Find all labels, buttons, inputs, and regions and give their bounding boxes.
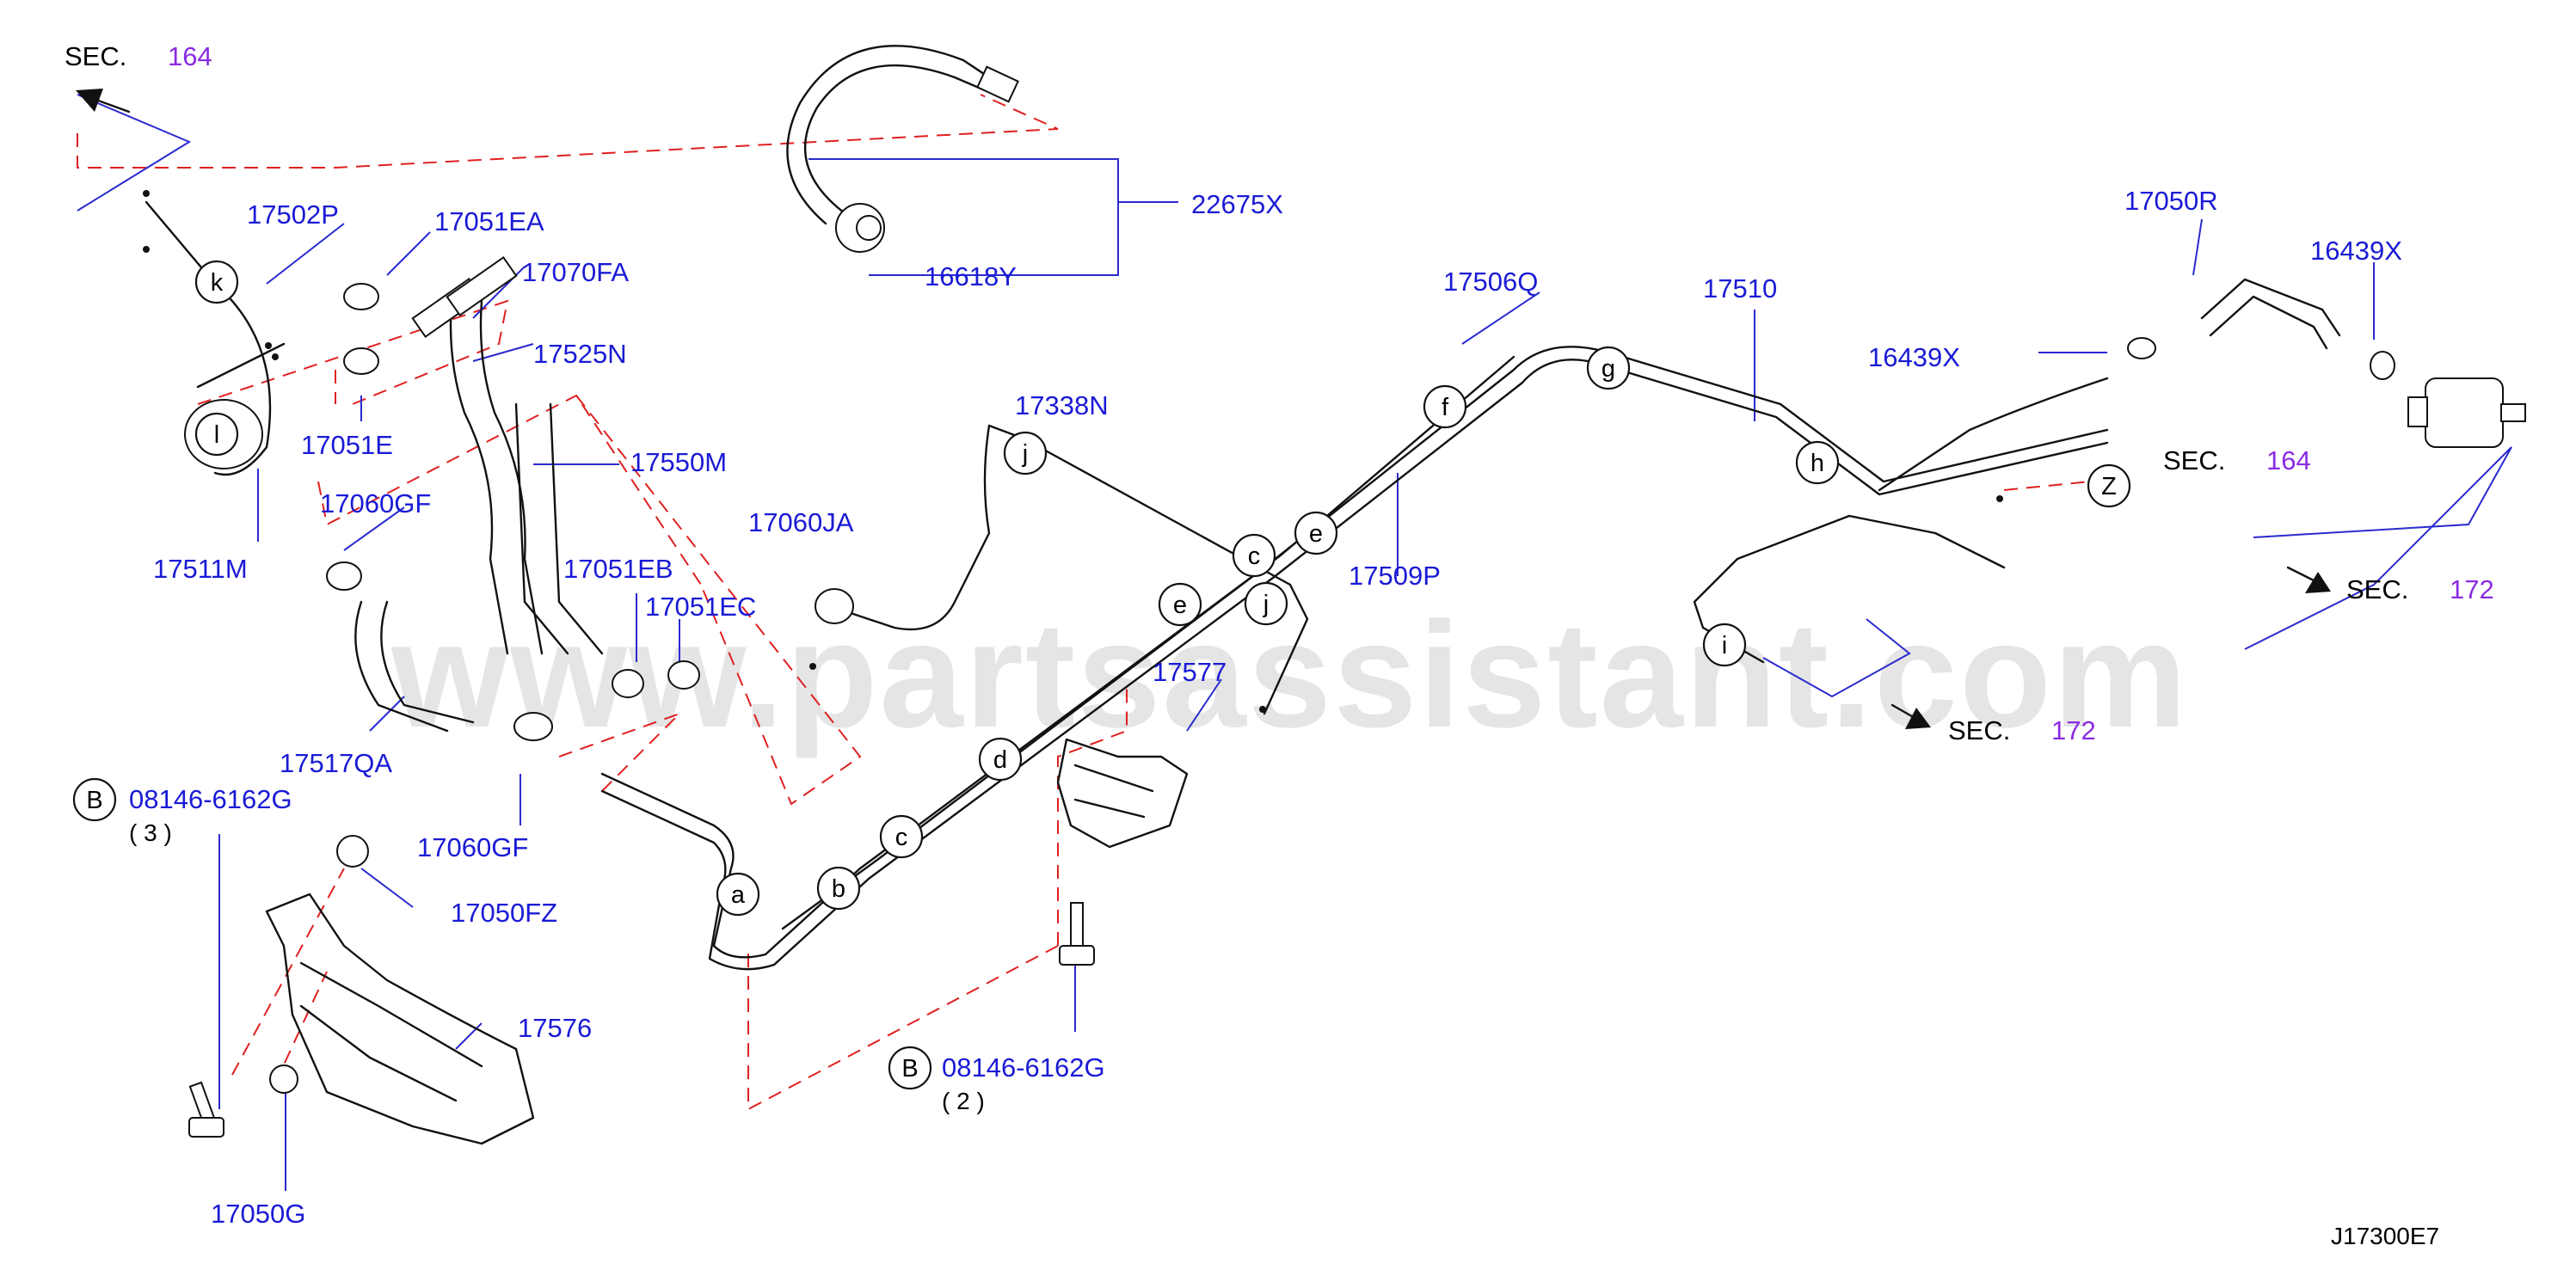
part-17517QA: 17517QA (280, 748, 392, 778)
part-numbers: 22675X 16618Y 17502P 17051EA 17070FA 175… (129, 186, 2402, 1229)
ref-f: f (1442, 394, 1449, 421)
part-17510: 17510 (1703, 273, 1777, 304)
part-17050FZ: 17050FZ (451, 898, 557, 928)
sec-label-right-172: SEC. (2346, 574, 2408, 604)
part-17051EB: 17051EB (563, 554, 673, 584)
part-16439X-right: 16439X (2310, 236, 2402, 266)
part-17050R: 17050R (2124, 186, 2218, 216)
section-labels: SEC. 164 SEC. 164 SEC. 172 SEC. 172 (65, 41, 2494, 745)
ref-b-bolt-bottom: B (901, 1055, 918, 1083)
ref-b: b (832, 875, 845, 903)
ref-j-upper: j (1022, 440, 1028, 468)
hose-assembly-left (354, 256, 604, 733)
part-17060GF-bottom: 17060GF (417, 832, 528, 862)
dashed-reference-lines (77, 94, 2091, 1111)
part-17051EA: 17051EA (434, 206, 544, 236)
part-17502P: 17502P (247, 199, 339, 230)
ref-i: i (1722, 632, 1727, 659)
part-17060GF-top: 17060GF (320, 488, 431, 518)
sec-label-right-164: SEC. (2163, 445, 2225, 475)
ref-z: Z (2101, 473, 2117, 500)
clamps (326, 283, 854, 741)
sec-label-mid-172: SEC. (1948, 715, 2010, 745)
protector-17577 (1056, 738, 1189, 849)
part-17338N: 17338N (1015, 390, 1109, 420)
qty-bolt-bottom: ( 2 ) (942, 1088, 985, 1114)
ref-e-upper: e (1309, 520, 1323, 548)
reference-bubbles: a b c d e c e f g h i j j k l Z B B (72, 260, 2131, 1090)
ref-l: l (214, 421, 219, 449)
part-17525N: 17525N (533, 339, 627, 369)
vapor-tube-17338N (841, 424, 1309, 715)
part-17509P: 17509P (1349, 561, 1441, 591)
ref-j-lower: j (1263, 591, 1269, 618)
part-17051EC: 17051EC (645, 592, 756, 622)
part-17511M: 17511M (153, 554, 248, 584)
ref-e-lower: e (1173, 592, 1187, 619)
ref-h: h (1811, 450, 1824, 477)
part-17051E: 17051E (301, 430, 393, 460)
qty-bolt-top: ( 3 ) (129, 819, 172, 846)
diagram-code: J17300E7 (2331, 1223, 2439, 1249)
part-17506Q: 17506Q (1443, 267, 1538, 297)
sec-164-right: 164 (2266, 445, 2311, 475)
protector-17576 (265, 893, 535, 1145)
fuel-filter-parts (2127, 278, 2526, 448)
sec-label-top: SEC. (65, 41, 126, 71)
ref-c-upper: c (1248, 543, 1261, 570)
small-dots (143, 190, 2003, 713)
sec-164-top: 164 (168, 41, 212, 71)
ref-d: d (993, 746, 1007, 774)
part-bolt-bottom: 08146-6162G (942, 1052, 1105, 1083)
part-17576: 17576 (518, 1013, 592, 1043)
part-22675X: 22675X (1191, 189, 1283, 219)
ref-c-lower: c (895, 824, 908, 851)
arrows (76, 89, 2331, 729)
ref-b-bolt-top: B (86, 787, 102, 814)
main-fuel-tube (600, 346, 2109, 971)
part-bolt-top: 08146-6162G (129, 784, 292, 814)
hose-22675X (786, 45, 1019, 253)
leader-lines (77, 94, 2512, 1191)
sec-172-mid: 172 (2051, 715, 2096, 745)
part-17050G: 17050G (211, 1199, 305, 1229)
part-16439X-left: 16439X (1868, 342, 1960, 372)
part-17070FA: 17070FA (522, 257, 629, 287)
sec-172-right: 172 (2450, 574, 2494, 604)
bolts-and-grommets (188, 835, 1095, 1138)
ref-a: a (731, 881, 746, 909)
part-17577: 17577 (1153, 657, 1227, 687)
part-16618Y: 16618Y (925, 261, 1017, 291)
part-17060JA: 17060JA (748, 507, 854, 537)
ref-k: k (211, 269, 224, 297)
ref-g: g (1602, 355, 1615, 383)
part-17550M: 17550M (630, 447, 727, 477)
